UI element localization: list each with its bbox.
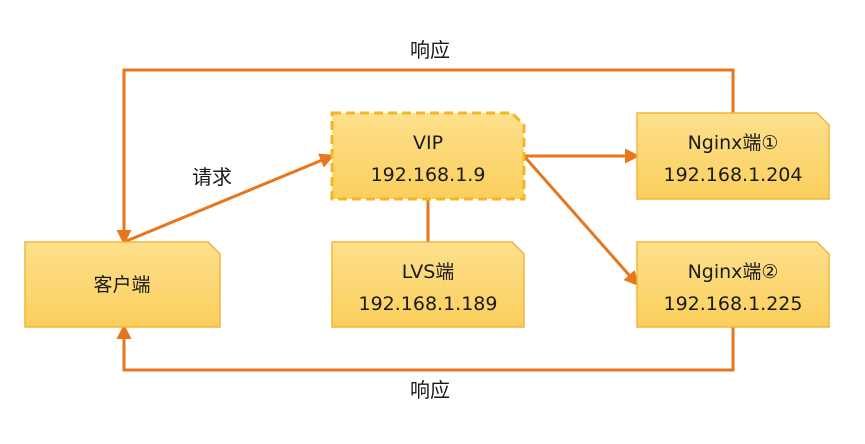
response-top-arrow — [116, 68, 735, 245]
client-label: 客户端 — [93, 274, 150, 296]
request-label: 请求 — [192, 165, 232, 189]
client-box — [24, 241, 221, 328]
vip-box — [330, 111, 526, 201]
nginx1-ip: 192.168.1.204 — [663, 164, 802, 186]
vip-to-nginx2-arrow — [522, 155, 639, 287]
response-top-label: 响应 — [410, 38, 450, 62]
nginx2-node: Nginx端② 192.168.1.225 — [636, 241, 830, 328]
lvs-label: LVS端 — [402, 261, 455, 283]
response-bottom-arrow — [116, 324, 735, 372]
connectors — [116, 68, 735, 372]
nginx2-ip: 192.168.1.225 — [663, 293, 802, 315]
lvs-ip: 192.168.1.189 — [358, 293, 497, 315]
nginx1-node: Nginx端① 192.168.1.204 — [636, 112, 830, 200]
nginx2-label: Nginx端② — [688, 261, 779, 283]
nginx1-label: Nginx端① — [688, 132, 779, 154]
lvs-box — [331, 241, 525, 328]
request-arrow — [123, 153, 335, 244]
response-bottom-label: 响应 — [410, 378, 450, 402]
client-node: 客户端 — [24, 241, 221, 328]
vip-node: VIP 192.168.1.9 — [330, 111, 526, 201]
nginx2-box — [636, 241, 830, 328]
lvs-node: LVS端 192.168.1.189 — [331, 241, 525, 328]
nginx1-box — [636, 112, 830, 200]
vip-label: VIP — [413, 132, 443, 154]
vip-ip: 192.168.1.9 — [371, 164, 486, 186]
